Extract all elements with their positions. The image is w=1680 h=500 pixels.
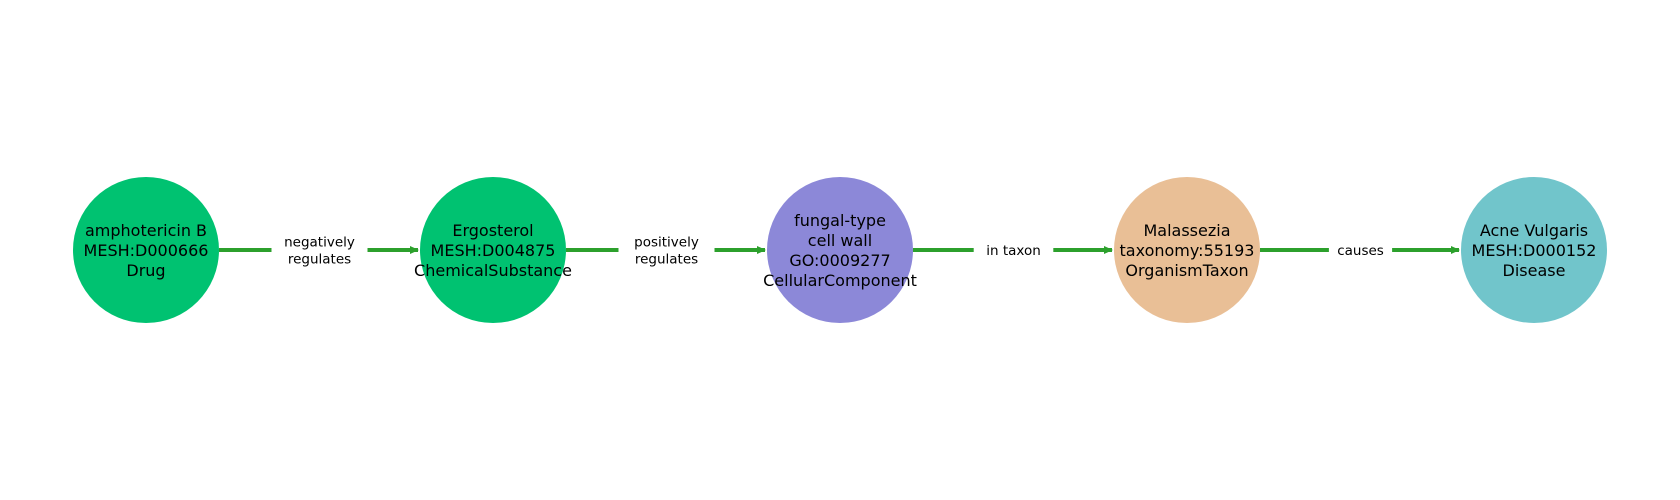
node-circle[interactable] xyxy=(1461,177,1607,323)
node-circle[interactable] xyxy=(73,177,219,323)
node-label: Acne Vulgaris xyxy=(1480,221,1588,240)
node-label: amphotericin B xyxy=(85,221,207,240)
edge-label: negatively xyxy=(284,235,355,251)
node-circle[interactable] xyxy=(420,177,566,323)
node-label: Disease xyxy=(1503,261,1566,280)
node-label: fungal-type xyxy=(794,211,886,230)
node-label: MESH:D000152 xyxy=(1472,241,1597,260)
node-label: ChemicalSubstance xyxy=(414,261,572,280)
edge: in taxon xyxy=(913,239,1113,261)
edge-label: regulates xyxy=(635,252,698,268)
edge-label-background xyxy=(1328,239,1393,261)
node-label: Ergosterol xyxy=(452,221,533,240)
edge-label: in taxon xyxy=(986,243,1041,259)
node-circle[interactable] xyxy=(1114,177,1260,323)
edge-label: positively xyxy=(634,235,699,251)
edge-label: regulates xyxy=(288,252,351,268)
node-label: Malassezia xyxy=(1143,221,1230,240)
edge-label: causes xyxy=(1337,243,1384,259)
node-label: cell wall xyxy=(808,231,872,250)
node-label: Drug xyxy=(126,261,165,280)
edge-label-background xyxy=(973,239,1054,261)
node-label: taxonomy:55193 xyxy=(1120,241,1255,260)
node-label: MESH:D004875 xyxy=(431,241,556,260)
node-label: OrganismTaxon xyxy=(1125,261,1248,280)
node-label: CellularComponent xyxy=(763,271,917,290)
edge-label-background xyxy=(618,230,715,270)
edge-label-background xyxy=(271,230,368,270)
edge: causes xyxy=(1260,239,1460,261)
node-label: GO:0009277 xyxy=(789,251,890,270)
node-circle[interactable] xyxy=(767,177,913,323)
node-label: MESH:D000666 xyxy=(84,241,209,260)
